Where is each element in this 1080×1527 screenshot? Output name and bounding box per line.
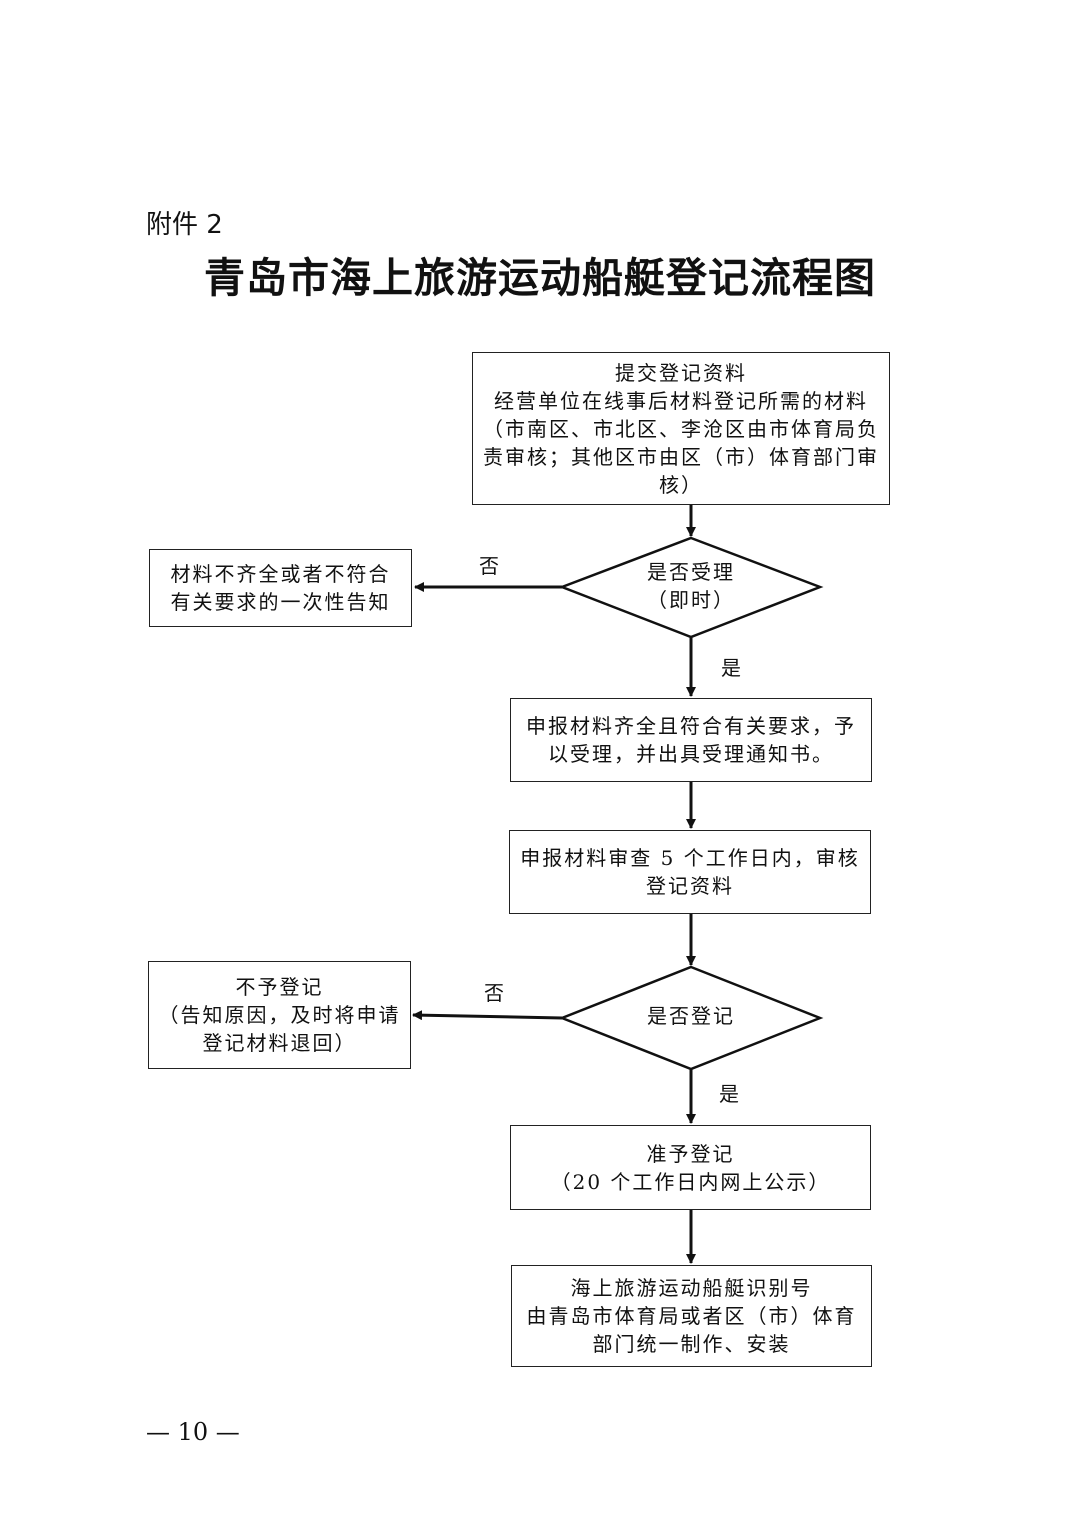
- edge-label-accept-no: 否: [479, 554, 499, 578]
- node-reject-notice: 材料不齐全或者不符合 有关要求的一次性告知: [149, 549, 412, 627]
- decision-accept-line1: 是否受理: [647, 560, 735, 584]
- decision-register-line1: 是否登记: [647, 1004, 735, 1028]
- node-identification-line3: 部门统一制作、安装: [592, 1332, 791, 1356]
- node-accepted-line1: 申报材料齐全且符合有关要求，予: [526, 714, 856, 738]
- node-submit-line1: 提交登记资料: [615, 360, 747, 385]
- node-accepted-line2: 以受理，并出具受理通知书。: [548, 742, 834, 766]
- node-registered-line2: （20 个工作日内网上公示）: [550, 1169, 831, 1194]
- decision-accept-line2: （即时）: [647, 588, 735, 612]
- decision-register-label: 是否登记: [591, 1002, 791, 1030]
- node-not-registered: 不予登记 （告知原因，及时将申请 登记材料退回）: [148, 961, 411, 1069]
- edge-label-register-no: 否: [484, 981, 504, 1005]
- node-submit-line3: （市南区、市北区、李沧区由市体育局负: [483, 416, 879, 441]
- attachment-label: 附件 2: [146, 210, 223, 240]
- node-submit-line4: 责审核；其他区市由区（市）体育部门审: [483, 444, 879, 469]
- page-number: — 10 —: [146, 1418, 240, 1446]
- node-registered-line1: 准予登记: [646, 1141, 735, 1166]
- node-not-registered-line3: 登记材料退回）: [202, 1031, 357, 1055]
- node-identification-line1: 海上旅游运动船艇识别号: [570, 1276, 813, 1300]
- node-review: 申报材料审查 5 个工作日内，审核 登记资料: [509, 830, 871, 914]
- node-submit-line2: 经营单位在线事后材料登记所需的材料: [494, 388, 868, 413]
- node-submit-materials: 提交登记资料 经营单位在线事后材料登记所需的材料 （市南区、市北区、李沧区由市体…: [472, 352, 890, 505]
- edge-label-accept-yes: 是: [721, 656, 741, 680]
- node-identification-line2: 由青岛市体育局或者区（市）体育: [526, 1304, 857, 1328]
- node-registered: 准予登记 （20 个工作日内网上公示）: [510, 1125, 871, 1210]
- node-not-registered-line1: 不予登记: [235, 975, 324, 999]
- node-reject-line2: 有关要求的一次性告知: [170, 590, 391, 614]
- node-accepted: 申报材料齐全且符合有关要求，予 以受理，并出具受理通知书。: [510, 698, 872, 782]
- page-title: 青岛市海上旅游运动船艇登记流程图: [204, 254, 876, 302]
- node-identification: 海上旅游运动船艇识别号 由青岛市体育局或者区（市）体育 部门统一制作、安装: [511, 1265, 872, 1367]
- decision-accept-label: 是否受理 （即时）: [591, 558, 791, 614]
- arrow-register-no: [412, 1010, 563, 1021]
- edge-label-register-yes: 是: [719, 1082, 739, 1106]
- node-not-registered-line2: （告知原因，及时将申请: [158, 1003, 401, 1027]
- node-submit-line5: 核）: [659, 472, 703, 497]
- node-review-line1: 申报材料审查 5 个工作日内，审核: [520, 846, 860, 870]
- node-review-line2: 登记资料: [646, 874, 734, 898]
- node-reject-line1: 材料不齐全或者不符合: [170, 562, 391, 586]
